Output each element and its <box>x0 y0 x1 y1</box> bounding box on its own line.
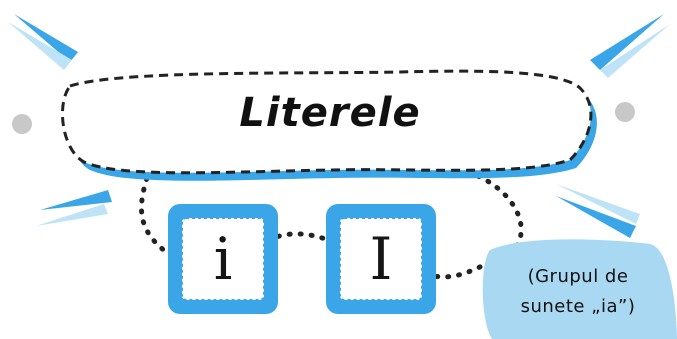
connector-note-icon <box>423 259 493 280</box>
page-title: Literele <box>239 90 421 136</box>
ray-bottom-left-icon <box>36 190 112 226</box>
grey-dot-left-icon <box>12 114 32 134</box>
note-bubble <box>482 239 677 339</box>
note-line-2: sunete „ia”) <box>520 296 636 317</box>
sound-group-note: (Grupul de sunete „ia”) <box>488 262 668 322</box>
lowercase-letter: i <box>213 225 233 293</box>
grey-dot-right-icon <box>615 102 635 122</box>
tile-lowercase-inner <box>181 217 265 301</box>
ray-top-right-icon <box>590 14 670 78</box>
uppercase-letter: I <box>369 225 393 293</box>
ray-bottom-right-icon <box>556 184 640 238</box>
tile-uppercase-inner <box>339 217 423 301</box>
title-banner <box>61 69 593 175</box>
note-line-1: (Grupul de <box>527 266 629 287</box>
ray-top-left-icon <box>8 14 78 70</box>
